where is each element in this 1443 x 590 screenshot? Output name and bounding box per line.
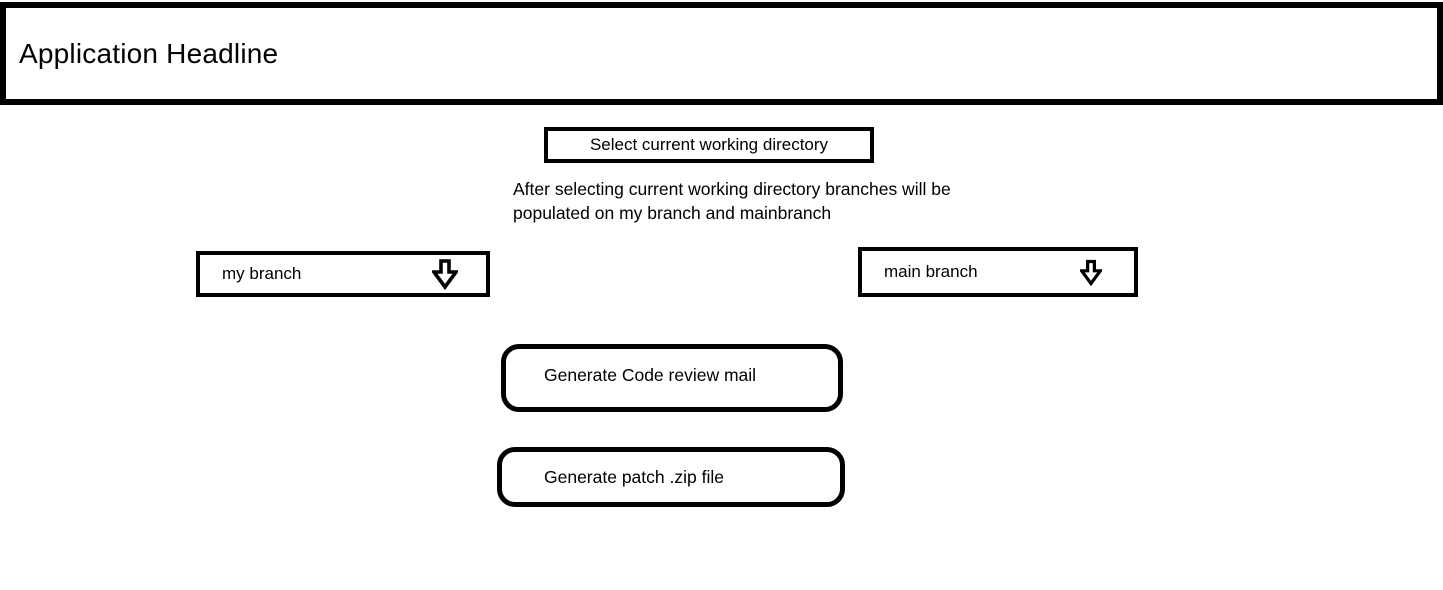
description-line-1: After selecting current working director… [513, 179, 951, 199]
app-header: Application Headline [0, 2, 1443, 105]
my-branch-dropdown-label: my branch [222, 264, 302, 283]
generate-patch-zip-button[interactable]: Generate patch .zip file [497, 447, 845, 507]
main-branch-dropdown-label: main branch [884, 262, 978, 281]
select-working-directory-button[interactable]: Select current working directory [544, 127, 874, 163]
page-title: Application Headline [19, 37, 279, 69]
down-arrow-icon [432, 258, 486, 290]
generate-patch-zip-label: Generate patch .zip file [544, 466, 724, 487]
main-branch-dropdown[interactable]: main branch [858, 247, 1138, 297]
generate-code-review-mail-button[interactable]: Generate Code review mail [501, 344, 843, 412]
description-line-2: populated on my branch and mainbranch [513, 203, 832, 223]
select-working-directory-label: Select current working directory [589, 135, 829, 154]
my-branch-dropdown[interactable]: my branch [196, 251, 490, 297]
generate-code-review-mail-label: Generate Code review mail [544, 365, 757, 385]
description-text: After selecting current working director… [513, 177, 1033, 225]
down-arrow-icon [1080, 259, 1134, 286]
